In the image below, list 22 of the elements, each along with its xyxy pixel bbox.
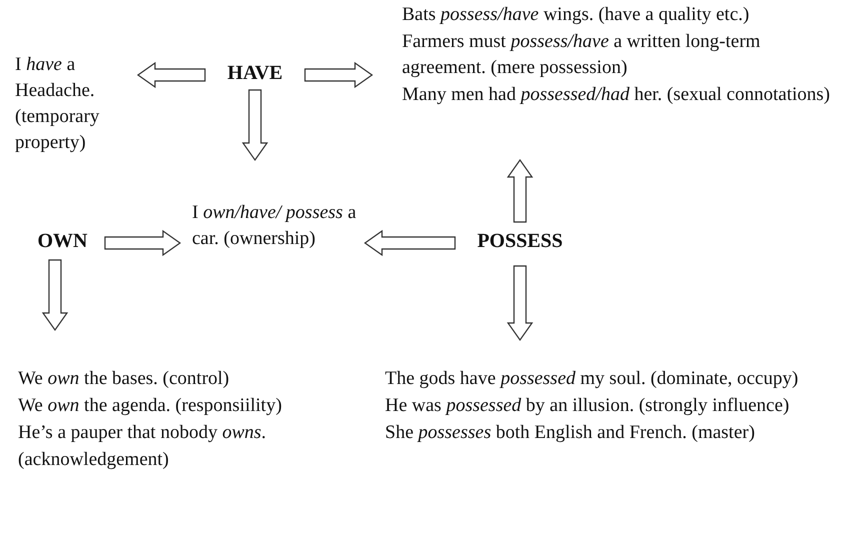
block-arrow [242,89,268,162]
example-sentence: Farmers must possess/have a written long-term agreement. (mere possession) [402,30,762,80]
block-arrow [506,265,534,342]
example-sentence: I own/have/ possess a car. (ownership) [192,201,358,251]
block-arrow [42,259,68,332]
example-sentence: He’s a pauper that nobody owns. (acknowledgement) [18,421,268,472]
block-arrow [304,62,374,88]
example-sentence: We own the agenda. (responsiility) [18,394,283,418]
verb-heading: HAVE [226,62,284,85]
example-sentence: He was possessed by an illusion. (strongly influence) [385,394,790,418]
block-arrow [364,230,456,256]
block-arrow [506,158,534,223]
example-sentence: The gods have possessed my soul. (dominate, occupy) [385,367,800,391]
verb-heading: POSSESS [476,230,564,253]
example-sentence: She possesses both English and French. (master) [385,421,756,445]
verb-heading: OWN [36,230,88,253]
example-sentence: Bats possess/have wings. (have a quality etc.) [402,3,750,27]
block-arrow [136,62,206,88]
example-sentence: Many men had possessed/had her. (sexual connotations) [402,82,831,106]
example-sentence: We own the bases. (control) [18,367,230,391]
block-arrow [104,230,182,256]
example-sentence: I have a Headache. (temporary property) [15,53,100,155]
